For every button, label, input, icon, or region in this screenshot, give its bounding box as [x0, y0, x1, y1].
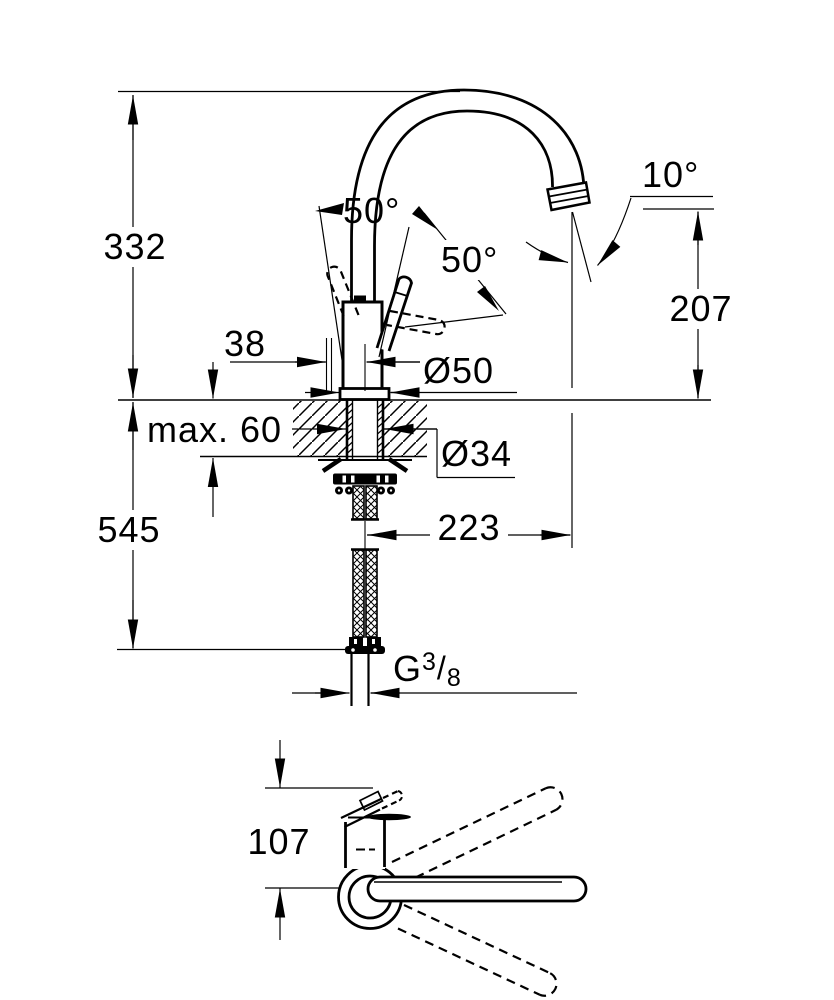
- angle-arrowheads: [315, 203, 499, 311]
- mounting-hardware: [318, 457, 412, 495]
- handle-lever-dashed-positions: [326, 265, 446, 336]
- supply-hoses: [345, 485, 385, 654]
- spout-swing-dashed: [391, 786, 564, 997]
- handle-top-view: [340, 790, 411, 869]
- dim-label-223: 223: [430, 508, 508, 548]
- dim-label-332: 332: [97, 227, 173, 267]
- connection-pipes: [350, 654, 370, 706]
- dim-label-207: 207: [662, 289, 740, 329]
- dim-label-thread: G3/8: [393, 648, 462, 693]
- dim-label-10deg: 10°: [642, 154, 700, 195]
- thread-prefix: G: [393, 648, 423, 689]
- thread-slash: /: [436, 650, 447, 686]
- dim-label-50deg-left: 50°: [343, 190, 401, 231]
- thread-denominator: 8: [446, 664, 462, 692]
- front-view-dimension-lines: [117, 90, 714, 699]
- handle-lever: [375, 275, 413, 352]
- thread-numerator: 3: [422, 648, 437, 676]
- faucet-top-view: [265, 740, 588, 997]
- cartridge-tab: [354, 295, 366, 303]
- dim-label-d50: Ø50: [423, 350, 495, 391]
- dim-label-max60: max. 60: [147, 409, 283, 450]
- spout-arc: [350, 88, 591, 302]
- dim-label-d34: Ø34: [441, 433, 513, 474]
- faucet-body: [338, 295, 391, 401]
- dim-label-107: 107: [247, 821, 311, 862]
- dim-label-545: 545: [91, 510, 167, 550]
- dim-label-38: 38: [224, 323, 267, 364]
- dim-label-50deg-right: 50°: [438, 240, 502, 280]
- spout-top-view: [366, 875, 588, 903]
- faucet-front-view: [318, 88, 591, 706]
- threaded-shank: [345, 400, 385, 459]
